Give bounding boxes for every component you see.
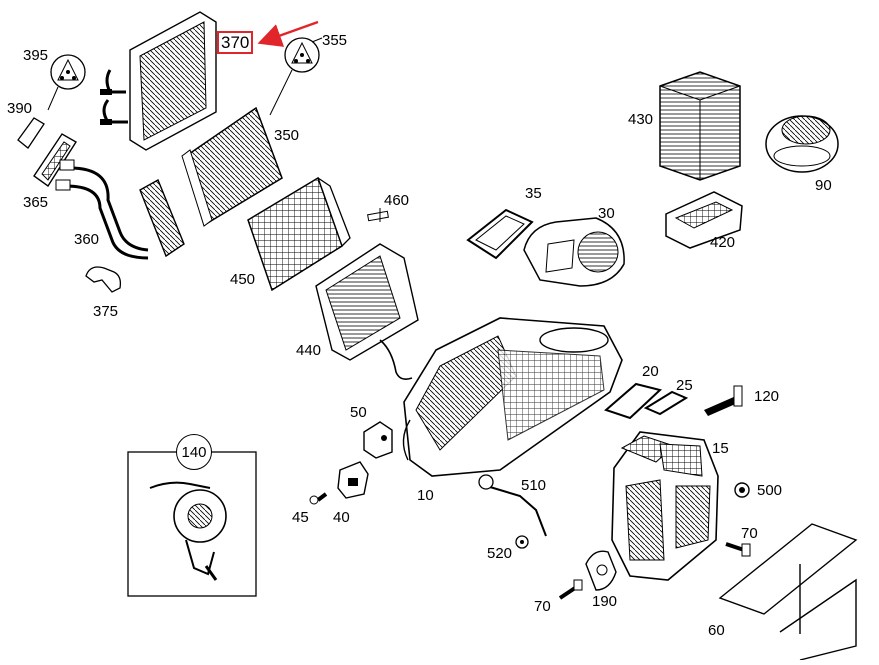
callout-140-circle: 140 bbox=[176, 434, 212, 470]
housing-15 bbox=[611, 431, 719, 581]
clip-375 bbox=[85, 266, 122, 293]
callout-350: 350 bbox=[274, 127, 300, 144]
callout-355: 355 bbox=[322, 32, 348, 49]
blower-motor-90 bbox=[765, 115, 839, 173]
blower-housing-30 bbox=[523, 217, 625, 287]
callout-500: 500 bbox=[757, 482, 783, 499]
seal-390 bbox=[17, 117, 45, 149]
gasket-35 bbox=[466, 208, 534, 260]
callout-15: 15 bbox=[712, 440, 729, 457]
heater-450 bbox=[247, 176, 351, 292]
cabin-filter-430 bbox=[659, 71, 741, 181]
frame-440 bbox=[315, 243, 419, 380]
callout-45: 45 bbox=[292, 509, 309, 526]
screw-460 bbox=[367, 208, 389, 222]
bolt-70-left bbox=[558, 579, 583, 600]
callout-360: 360 bbox=[74, 231, 100, 248]
grommet-520 bbox=[515, 535, 529, 549]
callout-25: 25 bbox=[676, 377, 693, 394]
highlight-arrow bbox=[257, 20, 319, 47]
seal-25 bbox=[643, 390, 689, 416]
callout-430: 430 bbox=[628, 111, 654, 128]
callout-90: 90 bbox=[815, 177, 832, 194]
hvac-housing-10 bbox=[402, 317, 623, 477]
callout-190: 190 bbox=[592, 593, 618, 610]
nut-500 bbox=[734, 482, 750, 498]
callout-370: 370 bbox=[217, 31, 254, 54]
bracket-60 bbox=[718, 523, 858, 661]
callout-375: 375 bbox=[93, 303, 119, 320]
callout-390: 390 bbox=[7, 100, 33, 117]
callout-365: 365 bbox=[23, 194, 49, 211]
inset-140 bbox=[127, 451, 257, 597]
callout-460: 460 bbox=[384, 192, 410, 209]
sensor-40 bbox=[337, 461, 369, 499]
screw-45 bbox=[309, 492, 328, 505]
heater-core-360 bbox=[55, 159, 185, 260]
seal-365 bbox=[33, 133, 77, 187]
callout-140: 140 bbox=[181, 443, 207, 461]
callout-395: 395 bbox=[23, 47, 49, 64]
line-510 bbox=[478, 474, 547, 537]
callout-60: 60 bbox=[708, 622, 725, 639]
module-420 bbox=[665, 191, 743, 249]
callout-520: 520 bbox=[487, 545, 513, 562]
bolt-70-right bbox=[725, 542, 751, 557]
actuator-50 bbox=[363, 421, 393, 459]
callout-20: 20 bbox=[642, 363, 659, 380]
callout-30: 30 bbox=[598, 205, 615, 222]
sensor-120 bbox=[704, 385, 743, 416]
callout-35: 35 bbox=[525, 185, 542, 202]
callout-50: 50 bbox=[350, 404, 367, 421]
callout-10: 10 bbox=[417, 487, 434, 504]
callout-120: 120 bbox=[754, 388, 780, 405]
callout-420: 420 bbox=[710, 234, 736, 251]
callout-70-left: 70 bbox=[534, 598, 551, 615]
seal-20 bbox=[604, 382, 663, 420]
gasket-355 bbox=[269, 37, 323, 116]
actuator-190 bbox=[585, 550, 617, 591]
heater-core-350 bbox=[181, 106, 283, 227]
callout-70-right: 70 bbox=[741, 525, 758, 542]
callout-440: 440 bbox=[296, 342, 322, 359]
callout-450: 450 bbox=[230, 271, 256, 288]
gasket-395 bbox=[47, 54, 86, 111]
callout-40: 40 bbox=[333, 509, 350, 526]
callout-510: 510 bbox=[521, 477, 547, 494]
evaporator-370 bbox=[100, 11, 217, 151]
